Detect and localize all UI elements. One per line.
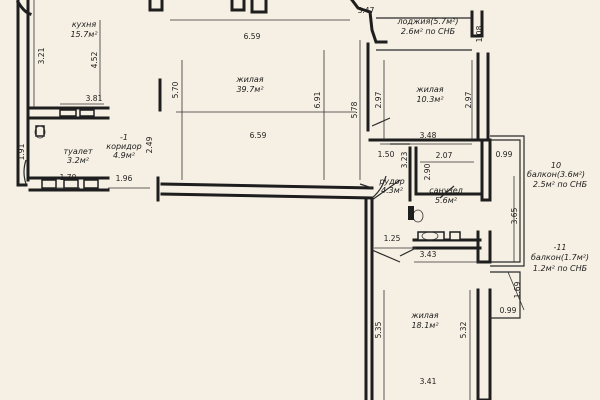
dim-169: 1.69 — [513, 281, 522, 298]
fixtures — [34, 109, 461, 241]
toilet-name: туалет — [64, 147, 93, 156]
dim-249: 2.49 — [145, 136, 154, 153]
dim-108: 1.08 — [475, 25, 484, 42]
dim-578: 5.78 — [350, 101, 359, 118]
dim-570: 5.70 — [171, 81, 180, 98]
dim-535: 5.35 — [374, 321, 383, 338]
room-labels: кухня 15.7м² жилая 39.7м² лоджия(5.7м²) … — [64, 17, 590, 330]
loggia-name: лоджия(5.7м²) — [397, 17, 459, 26]
balcony-11-area: 1.2м² по СНБ — [533, 264, 588, 273]
living-bottom-name: жилая — [410, 311, 438, 320]
dim-691: 6.91 — [313, 91, 322, 108]
dim-341: 3.41 — [420, 377, 437, 386]
dim-452: 4.52 — [90, 51, 99, 68]
dim-347: 3.47 — [358, 6, 375, 15]
living-2-name: жилая — [415, 85, 443, 94]
dim-659-top: 6.59 — [244, 32, 261, 41]
dim-150: 1.50 — [378, 150, 395, 159]
corridor-2-name: рудор — [378, 177, 404, 186]
doors — [23, 117, 455, 257]
dim-099-top: 0.99 — [496, 150, 513, 159]
dimension-labels: 3.21 4.52 6.59 3.47 1.08 5.70 6.91 5.78 … — [17, 6, 522, 386]
dim-659-mid: 6.59 — [250, 131, 267, 140]
bathroom-area: 5.6м² — [435, 196, 458, 205]
living-main-area: 39.7м² — [236, 85, 264, 94]
balcony-11-name: балкон(1.7м²) — [531, 253, 589, 262]
living-main-name: жилая — [235, 75, 263, 84]
dimension-lines — [33, 0, 525, 400]
living-bottom-area: 18.1м² — [411, 321, 439, 330]
dim-196: 1.96 — [116, 174, 133, 183]
kitchen-area: 15.7м² — [70, 30, 98, 39]
corridor-1-area: 4.9м² — [113, 151, 136, 160]
balcony-10-name: балкон(3.6м²) — [527, 170, 585, 179]
living-2-area: 10.3м² — [416, 95, 444, 104]
dim-381: 3.81 — [86, 94, 103, 103]
bathroom-name: санузел — [429, 186, 463, 195]
dim-099-bot: 0.99 — [500, 306, 517, 315]
dim-170: 1.70 — [60, 173, 77, 182]
dim-290: 2.90 — [423, 163, 432, 180]
dim-532: 5.32 — [459, 321, 468, 338]
loggia-area: 2.6м² по СНБ — [401, 27, 456, 36]
balcony-10-area: 2.5м² по СНБ — [533, 180, 588, 189]
balcony-10-num: 10 — [551, 161, 561, 170]
balcony-11-num: -11 — [553, 243, 566, 252]
dim-321: 3.21 — [37, 47, 46, 64]
corridor-1-num: -1 — [120, 133, 128, 142]
dim-297-a: 2.97 — [374, 91, 383, 108]
corridor-2-area: 4.3м² — [381, 186, 404, 195]
dim-323: 3.23 — [400, 151, 409, 168]
walls — [15, 0, 492, 400]
dim-365: 3.65 — [510, 207, 519, 224]
corridor-1-name: коридор — [106, 142, 142, 151]
dim-297-b: 2.97 — [464, 91, 473, 108]
toilet-area: 3.2м² — [67, 156, 90, 165]
dim-125: 1.25 — [384, 234, 401, 243]
balconies — [490, 135, 525, 319]
dim-343: 3.43 — [420, 250, 437, 259]
dim-207: 2.07 — [436, 151, 453, 160]
kitchen-name: кухня — [72, 20, 97, 29]
dim-348: 3.48 — [420, 131, 437, 140]
dim-191: 1.91 — [17, 143, 26, 160]
